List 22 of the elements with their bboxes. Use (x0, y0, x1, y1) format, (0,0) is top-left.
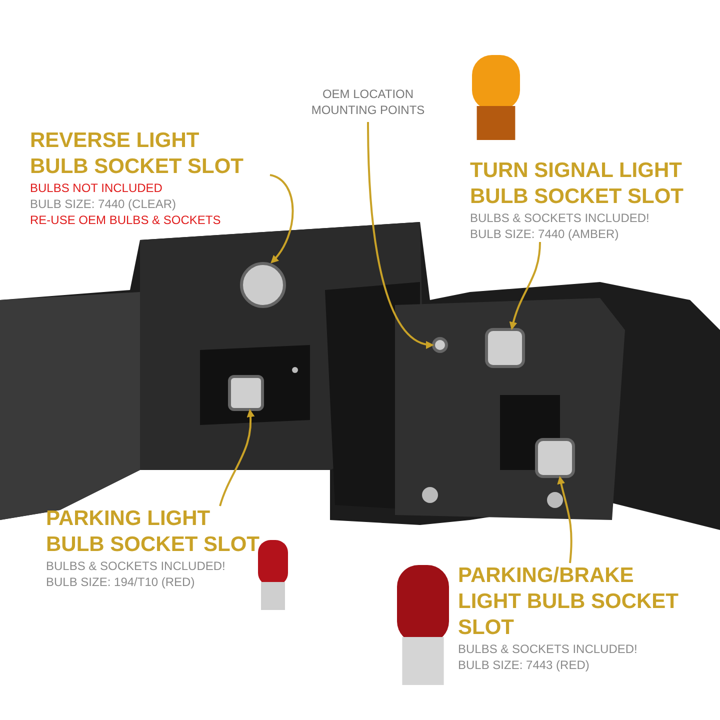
note-text: BULBS & SOCKETS INCLUDED! (46, 558, 226, 574)
callout-heading: PARKING LIGHT BULB SOCKET SLOT (46, 506, 260, 558)
note-text: BULB SIZE: 7440 (CLEAR) (30, 196, 178, 212)
bulb-socket (485, 328, 525, 368)
bulb-socket (535, 438, 575, 478)
note-text: BULB SIZE: 7443 (RED) (458, 657, 590, 673)
note-text: BULBS & SOCKETS INCLUDED! (458, 641, 638, 657)
note-text: RE-USE OEM BULBS & SOCKETS (30, 212, 222, 228)
callout-heading: TURN SIGNAL LIGHT BULB SOCKET SLOT (470, 158, 684, 210)
leader-line (367, 122, 434, 348)
note-text: BULB SIZE: 7440 (AMBER) (470, 226, 620, 242)
leader-line (270, 174, 294, 264)
note-text: BULBS & SOCKETS INCLUDED! (470, 210, 650, 226)
bulb-socket (228, 375, 264, 411)
note-text: BULBS NOT INCLUDED (30, 180, 164, 196)
leader-line (557, 476, 572, 564)
leader-line (219, 409, 254, 506)
callout-heading: PARKING/BRAKE LIGHT BULB SOCKET SLOT (458, 563, 680, 641)
callout-text: OEM LOCATION MOUNTING POINTS (310, 86, 426, 118)
leader-line (510, 242, 541, 330)
callout-heading: REVERSE LIGHT BULB SOCKET SLOT (30, 128, 244, 180)
note-text: BULB SIZE: 194/T10 (RED) (46, 574, 196, 590)
